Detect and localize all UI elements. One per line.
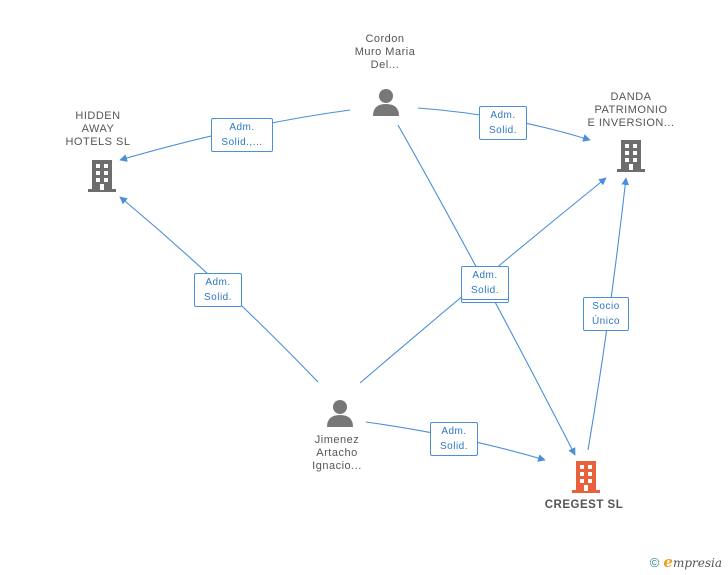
person-icon[interactable] <box>325 398 355 428</box>
edge-label-jimenez-hidden[interactable]: Adm.Solid. <box>194 273 242 307</box>
building-icon-main[interactable] <box>570 459 602 495</box>
edge-label-center[interactable]: Adm.Solid. <box>461 266 509 300</box>
node-label-jimenez[interactable]: Jimenez Artacho Ignacio... <box>312 434 362 472</box>
footer-brand: © empresia <box>650 553 722 571</box>
node-label-cregest[interactable]: CREGEST SL <box>544 499 624 511</box>
node-label-hidden-away[interactable]: HIDDEN AWAY HOTELS SL <box>65 110 131 148</box>
node-label-cordon[interactable]: Cordon Muro Maria Del... <box>354 33 416 71</box>
building-icon[interactable] <box>86 158 118 194</box>
copyright-icon: © <box>649 554 660 570</box>
person-icon[interactable] <box>371 87 401 117</box>
edge-label-cordon-hidden[interactable]: Adm.Solid.,... <box>211 118 273 152</box>
node-label-danda[interactable]: DANDA PATRIMONIO E INVERSION... <box>587 91 675 129</box>
building-icon[interactable] <box>615 138 647 174</box>
brand-logo: empresia <box>663 553 722 571</box>
edge-label-cordon-danda[interactable]: Adm.Solid. <box>479 106 527 140</box>
edge-label-jimenez-cregest[interactable]: Adm.Solid. <box>430 422 478 456</box>
